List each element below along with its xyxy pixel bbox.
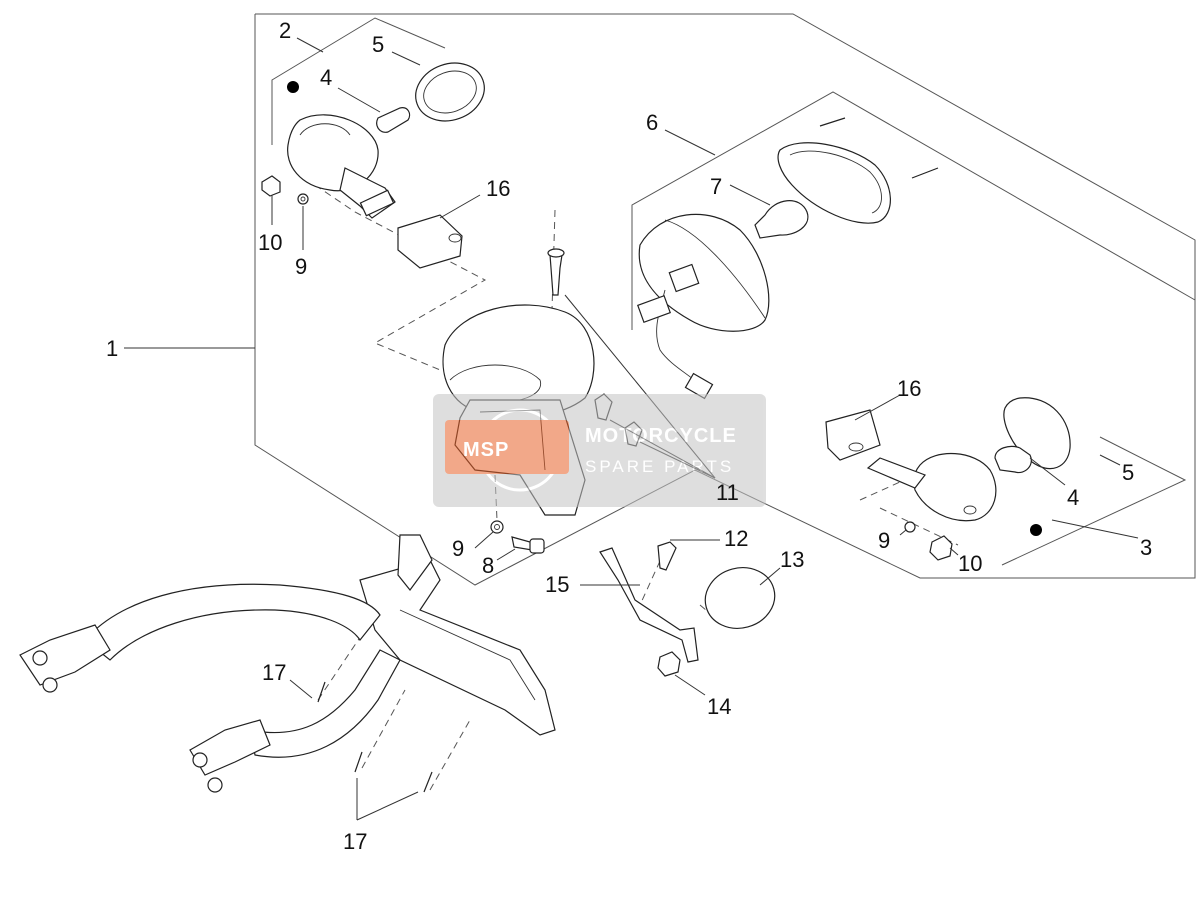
watermark-logo: MSP [463, 439, 509, 461]
rubber-16-right [825, 409, 881, 461]
nut-14 [657, 651, 681, 677]
washer-9-center [490, 520, 504, 534]
assembly-frame-6 [631, 91, 1196, 330]
callouts: 1 2 4 5 10 9 16 6 7 11 9 8 12 13 15 14 1… [106, 18, 1152, 854]
wiring-harness [636, 263, 714, 400]
lens-5-left [415, 62, 485, 122]
callout-16-right: 16 [897, 376, 921, 401]
callout-10-left: 10 [258, 230, 282, 255]
right-indicator-dot [1030, 524, 1042, 536]
callout-4-left: 4 [320, 65, 332, 90]
callout-14: 14 [707, 694, 731, 719]
bulb-4-right [994, 445, 1032, 474]
assembly-frame-1 [254, 13, 1196, 586]
screw-17-c [423, 771, 433, 793]
callout-7: 7 [710, 174, 722, 199]
left-indicator-part [287, 114, 396, 219]
callout-5-right: 5 [1122, 460, 1134, 485]
washer-9-right [904, 521, 916, 533]
watermark-sub: SPARE PARTS [585, 457, 734, 476]
callout-9-right: 9 [878, 528, 890, 553]
screw-12 [657, 541, 677, 571]
watermark-brand: MOTORCYCLE [585, 425, 737, 447]
watermark: MSP MOTORCYCLE SPARE PARTS [433, 394, 766, 507]
nut-10-right [929, 535, 953, 561]
callout-13: 13 [780, 547, 804, 572]
callout-12: 12 [724, 526, 748, 551]
rear-frame-tube [19, 583, 401, 793]
assembly-frame-3 [1001, 436, 1187, 566]
license-plate-holder [359, 534, 556, 736]
callout-3: 3 [1140, 535, 1152, 560]
bulb-4-left [376, 107, 411, 133]
reflector-13 [704, 567, 776, 629]
callout-10-right: 10 [958, 551, 982, 576]
callout-4-right: 4 [1067, 485, 1079, 510]
callout-15: 15 [545, 572, 569, 597]
callout-5-left: 5 [372, 32, 384, 57]
callout-16-left: 16 [486, 176, 510, 201]
screw-17-b [354, 751, 363, 773]
bulb-7 [754, 200, 809, 239]
callout-11: 11 [716, 480, 739, 505]
assembly-frame-2 [271, 17, 446, 145]
callout-17-upper: 17 [262, 660, 286, 685]
washer-9-left [297, 193, 309, 205]
callout-2: 2 [279, 18, 291, 43]
right-indicator-part [866, 453, 997, 522]
callout-1: 1 [106, 336, 118, 361]
rubber-16-left [397, 214, 463, 269]
nut-10-left [261, 175, 281, 197]
reflector-bracket-15 [599, 547, 699, 663]
lamp-body-6 [638, 213, 770, 332]
callout-8: 8 [482, 553, 494, 578]
callout-9-left: 9 [295, 254, 307, 279]
watermark-logo-badge [445, 420, 569, 474]
bolt-8 [511, 536, 545, 554]
callout-9-center: 9 [452, 536, 464, 561]
lamp-bezel [777, 142, 891, 224]
callout-17-lower: 17 [343, 829, 367, 854]
screw-11-upper [547, 248, 565, 296]
callout-6: 6 [646, 110, 658, 135]
screw-17-a [317, 681, 326, 703]
left-indicator-dot [287, 81, 299, 93]
screws-lamp [819, 117, 939, 179]
